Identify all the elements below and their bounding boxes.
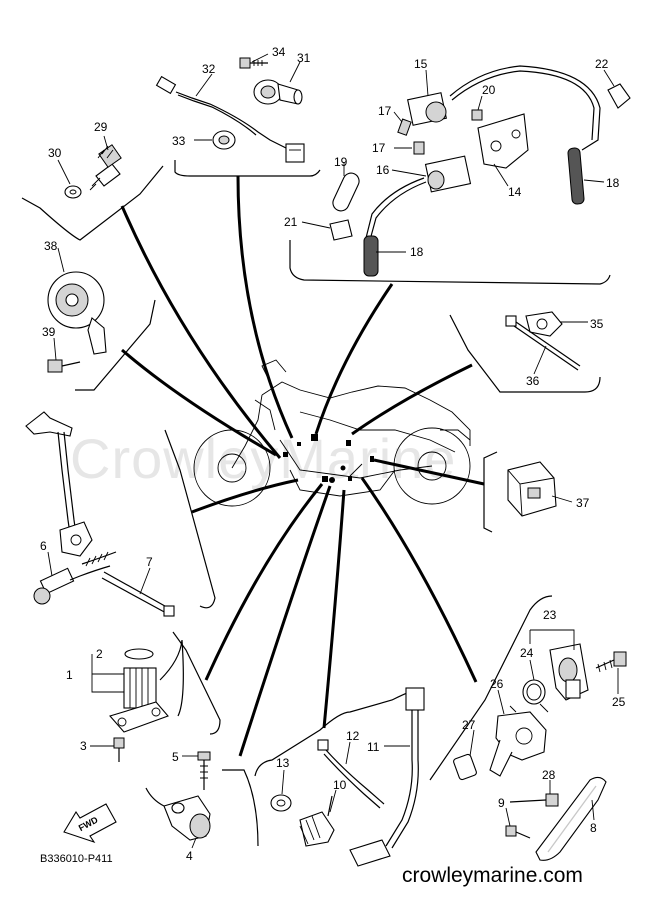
callout-13: 13: [276, 756, 290, 770]
callout-19: 19: [334, 155, 348, 169]
callout-27: 27: [462, 718, 476, 732]
callout-20: 20: [482, 83, 496, 97]
callout-39: 39: [42, 325, 56, 339]
callout-6: 6: [40, 539, 47, 553]
callout-31: 31: [297, 51, 311, 65]
part-15-ignition-coil: [407, 65, 601, 205]
part-29-sensor: [89, 144, 122, 191]
part-32-sensor-lead: [155, 75, 305, 163]
part-8-plate: [535, 776, 607, 861]
callout-12: 12: [346, 729, 360, 743]
part-10-sensor: [299, 795, 335, 847]
part-17-bolts: [397, 118, 425, 155]
callout-18b: 18: [410, 245, 424, 259]
fwd-arrow: FWD: [63, 803, 117, 844]
part-30-washer: [64, 185, 82, 199]
site-url: crowleymarine.com: [402, 864, 583, 887]
callout-24: 24: [520, 646, 534, 660]
diagram-code: B336010-P411: [40, 853, 113, 865]
part-34-bolt: [239, 57, 268, 69]
callout-15: 15: [414, 57, 428, 71]
part-24-o-ring: [522, 679, 546, 705]
callout-38: 38: [44, 239, 58, 253]
callout-18a: 18: [606, 176, 620, 190]
part-35-clamp: [525, 311, 563, 337]
part-37-relay: [507, 461, 557, 517]
part-12-cable-tie: [317, 739, 385, 809]
part-39-bolt: [47, 359, 81, 373]
callout-26: 26: [490, 677, 504, 691]
callout-4: 4: [186, 849, 193, 863]
callout-35: 35: [590, 317, 604, 331]
callout-2: 2: [96, 647, 103, 661]
part-38-horn: [47, 271, 107, 355]
callout-33: 33: [172, 134, 186, 148]
callout-37: 37: [576, 496, 590, 510]
callout-1: 1: [66, 668, 73, 682]
group-bracket-lines: [21, 160, 611, 847]
callout-36: 36: [526, 374, 540, 388]
part-21-clamp: [329, 219, 353, 241]
callout-7: 7: [146, 555, 153, 569]
callout-17a: 17: [378, 104, 392, 118]
heavy-leader-lines: [120, 175, 485, 757]
part-7-cable-tie: [101, 571, 175, 617]
part-5-bolt: [197, 751, 211, 790]
part-9-bolt: [505, 825, 531, 839]
part-11-lead: [349, 687, 425, 867]
callout-3: 3: [80, 739, 87, 753]
callout-30: 30: [48, 146, 62, 160]
part-33-grommet: [212, 130, 236, 150]
part-31-sensor: [253, 79, 303, 105]
callout-16: 16: [376, 163, 390, 177]
callout-17b: 17: [372, 141, 386, 155]
callout-5: 5: [172, 750, 179, 764]
part-16-ignition-coil: [363, 155, 472, 277]
part-1-sensor: [109, 639, 184, 733]
callout-23: 23: [543, 608, 557, 622]
part-25-bolt: [595, 651, 627, 673]
part-4-sensor: [145, 787, 211, 841]
callout-29: 29: [94, 120, 108, 134]
callout-22: 22: [595, 57, 609, 71]
part-6-switch-and-pedal: [25, 411, 117, 605]
callout-9: 9: [498, 796, 505, 810]
callout-leaders: [47, 53, 619, 849]
part-23-sensor: [549, 643, 589, 701]
callout-14: 14: [508, 185, 522, 199]
part-28-bolt: [509, 793, 559, 807]
callout-labels: 34 32 31 33 29 30 15 22 20 17 17 19 16 1…: [40, 45, 626, 863]
callout-21: 21: [284, 215, 298, 229]
callout-32: 32: [202, 62, 216, 76]
part-27-collar: [453, 753, 477, 781]
part-13-washer: [270, 794, 292, 812]
bike-connection-markers: [283, 434, 374, 483]
callout-25: 25: [612, 695, 626, 709]
part-19-tube: [332, 172, 360, 212]
part-14-bracket: [477, 113, 529, 169]
callout-8: 8: [590, 821, 597, 835]
callout-28: 28: [542, 768, 556, 782]
part-2-o-ring: [124, 648, 154, 660]
callout-11: 11: [367, 740, 380, 754]
part-22-clamp: [607, 83, 631, 109]
part-3-bolt: [113, 737, 125, 762]
part-36-cable-tie: [505, 315, 581, 371]
callout-10: 10: [333, 778, 347, 792]
callout-34: 34: [272, 45, 286, 59]
part-20-bolt: [471, 109, 483, 121]
part-26-bracket: [489, 703, 549, 777]
